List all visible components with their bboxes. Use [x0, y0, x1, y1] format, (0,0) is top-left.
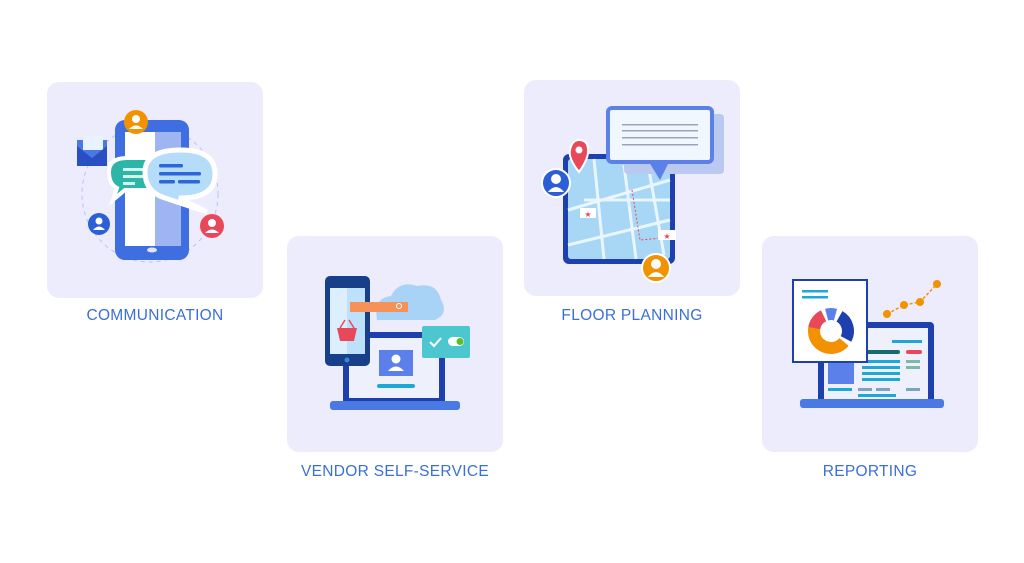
- vendor-self-service-illustration: [325, 276, 470, 410]
- feature-card-floor-planning[interactable]: ★ ★: [524, 80, 740, 296]
- marker-icon: ★: [658, 230, 676, 241]
- feature-label-reporting: REPORTING: [822, 463, 918, 480]
- marker-icon: ★: [580, 208, 596, 219]
- feature-label-floor-planning: FLOOR PLANNING: [561, 307, 703, 324]
- svg-text:★: ★: [663, 232, 670, 241]
- trend-line-icon: [883, 280, 941, 318]
- toggle-card-icon: [422, 326, 470, 358]
- svg-text:★: ★: [584, 210, 591, 219]
- basket-icon: [337, 319, 357, 341]
- speech-card-icon: [606, 106, 724, 180]
- avatar-icon: [124, 110, 148, 134]
- envelope-icon: [77, 136, 107, 166]
- feature-label-communication: COMMUNICATION: [86, 307, 224, 324]
- avatar-icon: [641, 253, 671, 283]
- report-sheet-icon: [792, 279, 868, 363]
- location-pin-icon: [568, 138, 590, 174]
- feature-card-communication[interactable]: [47, 82, 263, 298]
- chat-bubble-icon: [142, 147, 218, 215]
- feature-card-vendor-self-service[interactable]: [287, 236, 503, 452]
- avatar-icon: [541, 168, 571, 198]
- reporting-illustration: [792, 279, 944, 408]
- avatar-icon: [88, 213, 110, 235]
- map-icon: [563, 154, 675, 264]
- phone-icon: [325, 276, 370, 366]
- search-bar: [350, 302, 408, 312]
- avatar-icon: [200, 214, 224, 238]
- floor-planning-illustration: ★ ★: [541, 106, 724, 283]
- communication-illustration: [77, 110, 224, 263]
- feature-card-reporting[interactable]: [762, 236, 978, 452]
- feature-label-vendor-self-service: VENDOR SELF-SERVICE: [300, 463, 489, 480]
- profile-card-icon: [377, 350, 415, 388]
